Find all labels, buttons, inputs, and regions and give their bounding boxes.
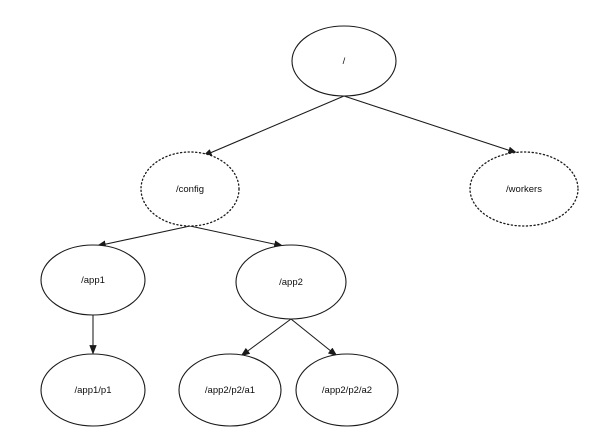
node-shape-root[interactable] bbox=[291, 25, 397, 97]
nodes-layer: / /config/workers/app1/app2/app1/p1/app2/… bbox=[40, 25, 579, 427]
edge-config-to-app1 bbox=[96, 225, 191, 248]
node-shape-workers[interactable] bbox=[469, 151, 579, 227]
node-app1p1[interactable]: /app1/p1 bbox=[40, 353, 146, 427]
node-config[interactable]: /config bbox=[140, 151, 240, 227]
node-app2a2[interactable]: /app2/p2/a2 bbox=[295, 353, 399, 427]
node-shape-config[interactable] bbox=[140, 151, 240, 227]
node-shape-app2a2[interactable] bbox=[295, 353, 399, 427]
node-shape-app2a1[interactable] bbox=[178, 353, 282, 427]
edge-app2-to-app2a2 bbox=[290, 318, 338, 357]
node-shape-app1p1[interactable] bbox=[40, 353, 146, 427]
node-label-app1p1: /app1/p1 bbox=[75, 385, 112, 396]
node-workers[interactable]: /workers bbox=[469, 151, 579, 227]
node-label-config: /config bbox=[176, 184, 204, 195]
node-label-root: / bbox=[343, 56, 346, 67]
node-app1[interactable]: /app1 bbox=[40, 244, 146, 316]
node-label-app2a1: /app2/p2/a1 bbox=[205, 385, 255, 396]
edge-config-to-app2 bbox=[189, 225, 284, 248]
edges-layer bbox=[89, 95, 518, 357]
node-label-workers: /workers bbox=[506, 184, 542, 195]
node-label-app2: /app2 bbox=[279, 277, 303, 288]
node-label-app1: /app1 bbox=[81, 275, 105, 286]
edge-root-to-config bbox=[202, 95, 345, 157]
node-shape-app2[interactable] bbox=[235, 244, 347, 320]
node-label-app2a2: /app2/p2/a2 bbox=[322, 385, 372, 396]
edge-root-to-workers bbox=[343, 95, 518, 154]
node-app2a1[interactable]: /app2/p2/a1 bbox=[178, 353, 282, 427]
node-app2[interactable]: /app2 bbox=[235, 244, 347, 320]
edge-app2-to-app2a1 bbox=[240, 318, 292, 357]
node-shape-app1[interactable] bbox=[40, 244, 146, 316]
node-root[interactable]: / bbox=[291, 25, 397, 97]
